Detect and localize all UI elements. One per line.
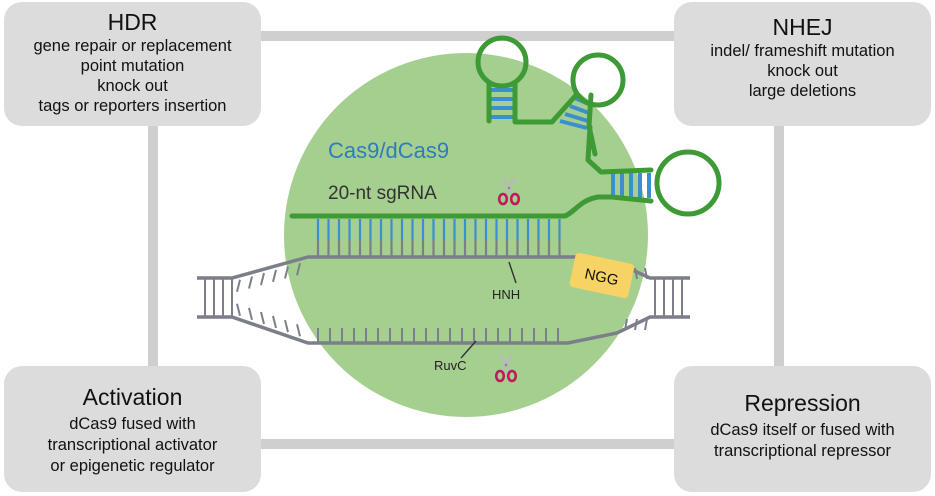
- nhej-line: indel/ frameshift mutation: [710, 42, 895, 60]
- nhej-line: knock out: [767, 62, 838, 80]
- repression-line: transcriptional repressor: [714, 442, 891, 460]
- sgrna-scaffold-strand: [486, 81, 654, 204]
- dna-rung: [272, 269, 277, 283]
- nhej-box: NHEJ indel/ frameshift mutation knock ou…: [674, 2, 931, 126]
- nhej-title: NHEJ: [772, 14, 833, 40]
- dna-bottom-strand: [197, 315, 690, 345]
- target-dna: [197, 255, 690, 345]
- cas9-label: Cas9/dCas9: [328, 138, 449, 163]
- pam-box: [569, 252, 635, 299]
- activation-line: transcriptional activator: [47, 436, 218, 454]
- dna-rung: [644, 318, 648, 331]
- activation-title: Activation: [82, 384, 183, 410]
- pam-label: NGG: [583, 266, 620, 290]
- dna-rung: [284, 266, 289, 279]
- dna-rung: [296, 324, 301, 337]
- dna-rung: [236, 279, 241, 293]
- sgrna-label: 20-nt sgRNA: [328, 183, 437, 204]
- hnh-label: HNH: [492, 287, 520, 302]
- stem-loop-2: [570, 52, 626, 108]
- hdr-line: point mutation: [80, 57, 185, 75]
- dna-rung: [248, 307, 253, 321]
- dna-rung: [236, 303, 241, 316]
- scissors-icon: [494, 354, 518, 383]
- dna-rung: [284, 319, 289, 333]
- connector-frame: [148, 31, 784, 449]
- repression-title: Repression: [744, 390, 861, 416]
- activation-line: or epigenetic regulator: [50, 457, 215, 475]
- ruvc-label: RuvC: [434, 358, 467, 373]
- stem-base-pair: [564, 112, 589, 123]
- stem-base-pair: [569, 104, 590, 115]
- sgrna-spacer-strand: [289, 194, 615, 219]
- ruvc-pointer: [460, 340, 477, 359]
- activation-box: Activation dCas9 fused with transcriptio…: [4, 366, 261, 492]
- stem-loop-base-pairs: [489, 88, 651, 198]
- hdr-line: knock out: [97, 77, 168, 95]
- stem-base-pair: [559, 119, 588, 130]
- dna-rung: [272, 315, 277, 329]
- dna-rung: [260, 272, 265, 286]
- dna-rungs: [204, 262, 683, 343]
- hdr-line: gene repair or replacement: [33, 37, 232, 55]
- dna-rung: [260, 311, 265, 325]
- hdr-title: HDR: [107, 9, 158, 35]
- nhej-line: large deletions: [748, 82, 857, 100]
- sgrna: [289, 35, 722, 257]
- hdr-line: tags or reporters insertion: [38, 97, 227, 115]
- repression-box: Repression dCas9 itself or fused with tr…: [674, 366, 931, 492]
- dna-rung: [248, 276, 253, 289]
- scissors-icon: [497, 177, 521, 206]
- repression-line: dCas9 itself or fused with: [710, 421, 895, 439]
- stem-loop-1: [475, 35, 529, 89]
- hnh-pointer: [508, 261, 517, 284]
- hdr-box: HDR gene repair or replacement point mut…: [4, 2, 261, 126]
- dna-rung: [296, 262, 301, 276]
- activation-line: dCas9 fused with: [69, 415, 196, 433]
- stem-loop-3: [654, 149, 722, 217]
- sgrna-base-pairs: [316, 219, 561, 257]
